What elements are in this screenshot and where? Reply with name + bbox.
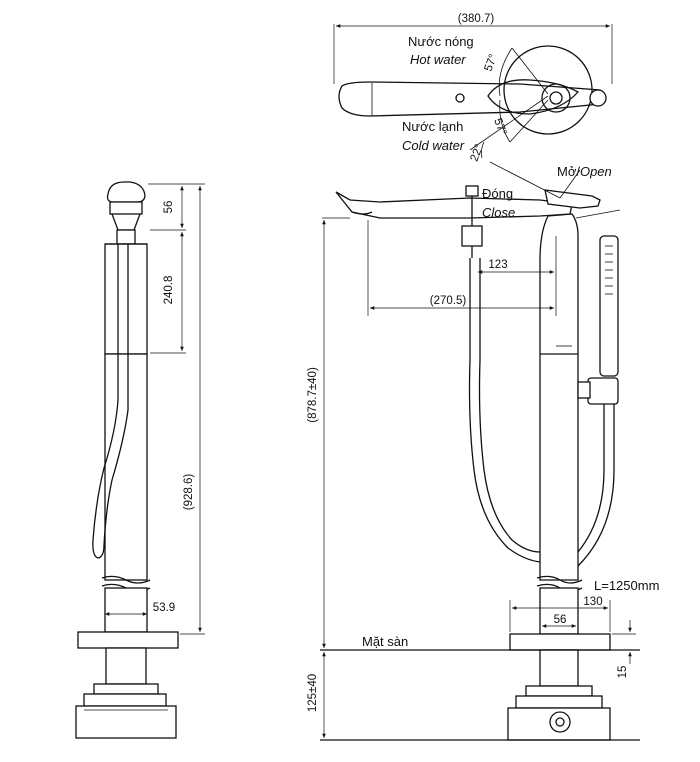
side-underfloor-box (75, 705, 177, 739)
dim-total-height-side: (928.6) (183, 474, 195, 511)
front-shower-hose (577, 404, 615, 567)
plan-view: (380.7) 57° 57° 22° Nước nóng Hot water … (333, 13, 613, 163)
front-base-plate (509, 633, 611, 651)
side-underfloor-fitting (93, 683, 159, 695)
side-hand-shower (92, 244, 129, 559)
label-cold-en: Cold water (402, 138, 465, 153)
side-handle (106, 181, 146, 203)
side-base-plate (77, 631, 179, 649)
front-lever (544, 189, 601, 209)
front-hand-shower-nozzles (605, 245, 613, 295)
front-hose-left (468, 258, 541, 563)
label-hot-en: Hot water (410, 52, 466, 67)
front-underfloor-fitting (525, 685, 593, 697)
dim-column-height-front: (878.7±40) (307, 367, 319, 423)
label-open-vi: Mở/ (557, 164, 580, 179)
label-open: Mở/Open (557, 164, 612, 179)
dim-base-width: 56 (554, 614, 567, 626)
plan-lever (338, 81, 601, 117)
label-cold-vi: Nước lạnh (402, 119, 463, 134)
front-shower-holder (587, 377, 619, 405)
side-lower-column (104, 587, 148, 633)
side-handle-collar (109, 201, 143, 215)
dim-spout-drop: 240.8 (163, 276, 175, 305)
side-stem (105, 647, 147, 685)
label-open-en: Open (580, 164, 612, 179)
front-underfloor-body (515, 695, 603, 709)
side-column (104, 353, 148, 581)
dim-spout-offset: 123 (488, 259, 507, 271)
dim-overall-handle-width: (380.7) (458, 13, 495, 25)
front-view: (878.7±40) 125±40 123 (270.5) 130 56 15 … (307, 161, 659, 741)
dim-base-depth: 130 (583, 596, 602, 608)
dim-spout-reach: (270.5) (430, 295, 467, 307)
dim-base-plate-thickness: 15 (617, 666, 629, 679)
front-hand-shower (599, 235, 619, 377)
dim-underfloor-depth: 125±40 (307, 674, 319, 712)
label-hose-length: L=1250mm (594, 578, 659, 593)
plan-body-circle (503, 45, 593, 135)
front-spout (335, 191, 573, 219)
front-spout-stem (461, 225, 483, 247)
front-inlet-port (549, 711, 571, 733)
side-view: 56 240.8 (928.6) 53.9 (75, 181, 205, 739)
side-upper-body (104, 243, 148, 355)
dim-angle-hot: 57° (483, 53, 500, 73)
dim-angle-cold: 57° (491, 117, 508, 137)
dim-head-height: 56 (163, 201, 175, 214)
dim-angle-lever: 22° (469, 143, 486, 163)
side-spout-connector (116, 229, 136, 245)
label-close-vi: Đóng (482, 186, 513, 201)
label-hot-vi: Nước nóng (408, 34, 474, 49)
front-column (539, 213, 579, 581)
front-stem (539, 649, 579, 687)
label-close-en: Close (482, 205, 515, 220)
label-floor: Mặt sàn (362, 634, 408, 649)
side-underfloor-body (83, 693, 167, 707)
dim-column-width-side: 53.9 (153, 602, 175, 614)
front-lower-column (539, 587, 579, 635)
